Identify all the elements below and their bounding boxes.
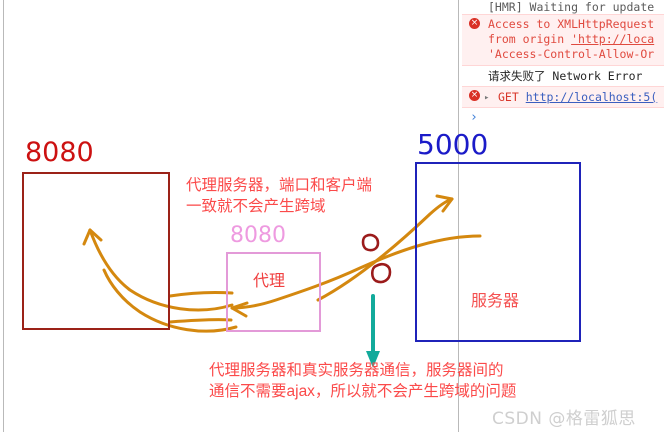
annotation-top: 代理服务器，端口和客户端 一致就不会产生跨域 (186, 175, 372, 217)
console-row-network-error: 请求失败了 Network Error (462, 66, 664, 86)
server-port-label: 5000 (417, 128, 489, 161)
request-separator (519, 90, 526, 104)
server-box (415, 162, 581, 342)
chevron-right-icon[interactable]: ▸ (484, 93, 490, 103)
console-input-prompt[interactable]: › (462, 108, 664, 128)
error-icon (469, 90, 480, 101)
cors-error-line-3: 'Access-Control-Allow-Or (488, 47, 655, 61)
error-icon (469, 18, 480, 29)
devtools-console-panel[interactable]: [HMR] Waiting for update Access to XMLHt… (462, 0, 664, 130)
proxy-port-label: 8080 (230, 223, 286, 248)
request-method-label: GET (498, 90, 519, 104)
cors-error-origin-url[interactable]: 'http://loca (571, 32, 655, 46)
console-row-get-request[interactable]: ▸ GET http://localhost:5( (462, 86, 664, 108)
proxy-box (226, 252, 321, 332)
console-row-cors-error[interactable]: Access to XMLHttpRequest from origin 'ht… (462, 14, 664, 66)
annotation-top-line-1: 代理服务器，端口和客户端 (186, 177, 373, 194)
annotation-bottom-line-1: 代理服务器和真实服务器通信，服务器间的 (209, 362, 504, 379)
console-row-hmr: [HMR] Waiting for update (462, 0, 664, 14)
request-url-link[interactable]: http://localhost:5( (525, 90, 658, 104)
client-port-label: 8080 (25, 137, 94, 168)
cors-error-line-1: Access to XMLHttpRequest (488, 17, 655, 31)
annotation-bottom: 代理服务器和真实服务器通信，服务器间的 通信不需要ajax，所以就不会产生跨域的… (209, 360, 516, 402)
guide-line-left (3, 0, 4, 432)
guide-line-center (458, 0, 459, 432)
csdn-watermark: CSDN @格雷狐思 (492, 409, 636, 429)
server-box-title: 服务器 (471, 293, 520, 310)
network-error-text: 请求失败了 Network Error (488, 69, 643, 83)
cors-error-line-2-prefix: from origin (488, 32, 572, 46)
down-arrow-group (366, 294, 380, 368)
proxy-box-title: 代理 (253, 273, 286, 290)
console-hmr-text: [HMR] Waiting for update (488, 0, 655, 14)
client-box (22, 172, 170, 330)
annotation-bottom-line-2: 通信不需要ajax，所以就不会产生跨域的问题 (209, 383, 517, 400)
prompt-chevron-icon: › (470, 110, 478, 125)
annotation-top-line-2: 一致就不会产生跨域 (186, 198, 326, 215)
cors-error-line-2: from origin 'http://loca (488, 32, 664, 47)
